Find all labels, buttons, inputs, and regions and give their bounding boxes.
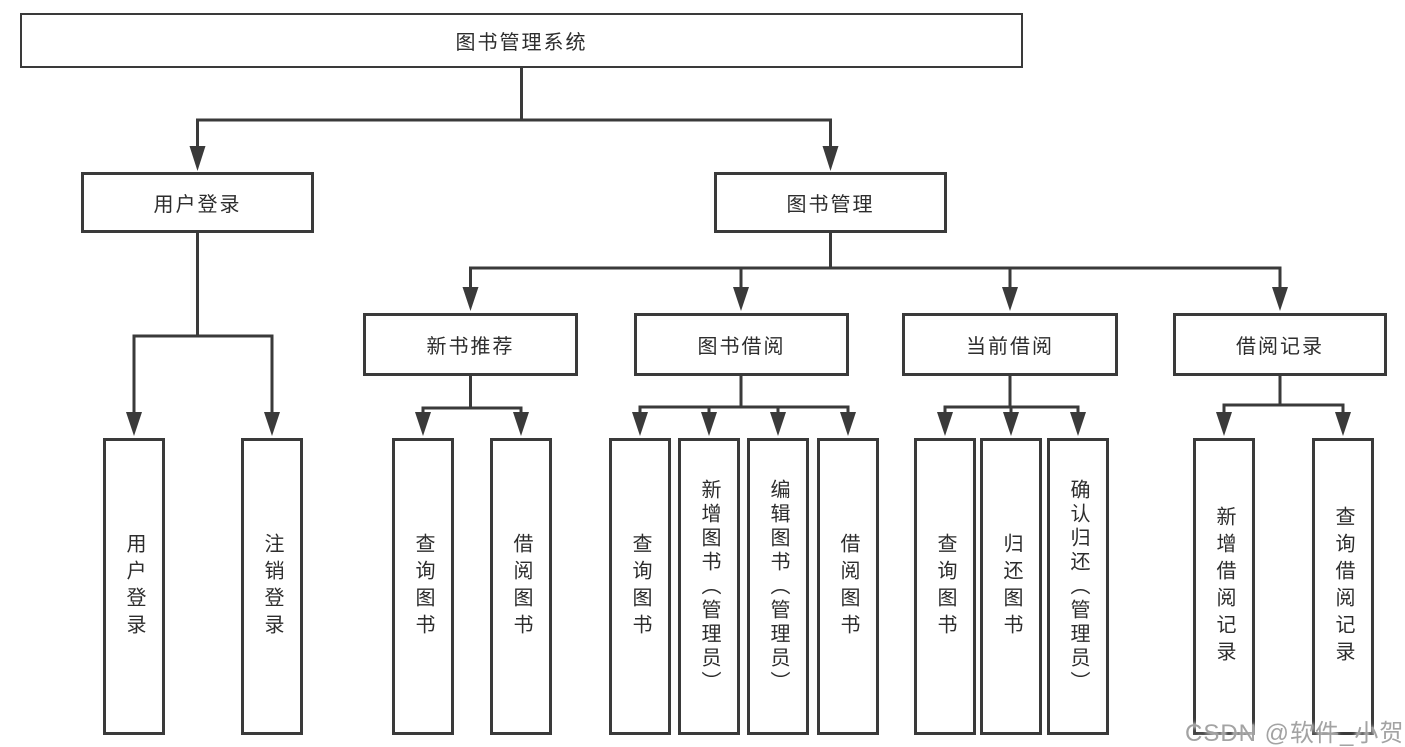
leaf-return-book: 归还图书: [980, 438, 1042, 735]
leaf-return-book-label: 归还图书: [1000, 532, 1022, 641]
node-current-borrow-label: 当前借阅: [966, 336, 1054, 358]
node-root: 图书管理系统: [20, 13, 1023, 68]
leaf-query-books-recommend: 查询图书: [392, 438, 454, 735]
leaf-confirm-return-admin: 确认归还（管理员）: [1047, 438, 1109, 735]
leaf-borrow-book-label: 借阅图书: [837, 532, 859, 641]
leaf-borrow-books-recommend-label: 借阅图书: [510, 532, 532, 641]
node-book-borrow: 图书借阅: [634, 313, 849, 376]
leaf-query-books-recommend-label: 查询图书: [412, 532, 434, 641]
leaf-query-books-current-label: 查询图书: [934, 532, 956, 641]
leaf-query-books-borrow-label: 查询图书: [629, 532, 651, 641]
leaf-add-borrow-record: 新增借阅记录: [1193, 438, 1255, 735]
node-book-borrow-label: 图书借阅: [697, 336, 786, 358]
node-book-management: 图书管理: [714, 172, 947, 233]
leaf-query-books-borrow: 查询图书: [609, 438, 671, 735]
node-new-book-recommend: 新书推荐: [363, 313, 578, 376]
node-user-login-label: 用户登录: [153, 194, 242, 216]
leaf-add-borrow-record-label: 新增借阅记录: [1213, 505, 1235, 668]
leaf-user-login: 用户登录: [103, 438, 165, 735]
node-borrow-records-label: 借阅记录: [1236, 336, 1324, 358]
leaf-query-books-current: 查询图书: [914, 438, 976, 735]
leaf-edit-book-admin: 编辑图书（管理员）: [747, 438, 809, 735]
node-root-label: 图书管理系统: [455, 32, 588, 54]
leaf-query-borrow-record-label: 查询借阅记录: [1332, 505, 1354, 668]
node-new-book-recommend-label: 新书推荐: [426, 336, 515, 358]
leaf-edit-book-admin-label: 编辑图书（管理员）: [767, 478, 789, 695]
leaf-add-book-admin-label: 新增图书（管理员）: [698, 478, 720, 695]
node-user-login: 用户登录: [81, 172, 314, 233]
node-borrow-records: 借阅记录: [1173, 313, 1387, 376]
leaf-logout-label: 注销登录: [261, 532, 283, 641]
leaf-logout: 注销登录: [241, 438, 303, 735]
leaf-confirm-return-admin-label: 确认归还（管理员）: [1067, 478, 1089, 695]
leaf-borrow-books-recommend: 借阅图书: [490, 438, 552, 735]
watermark: CSDN @软件_小贺同学: [1185, 720, 1405, 747]
leaf-user-login-label: 用户登录: [123, 532, 145, 641]
leaf-add-book-admin: 新增图书（管理员）: [678, 438, 740, 735]
node-book-management-label: 图书管理: [786, 194, 875, 216]
leaf-query-borrow-record: 查询借阅记录: [1312, 438, 1374, 735]
leaf-borrow-book: 借阅图书: [817, 438, 879, 735]
node-current-borrow: 当前借阅: [902, 313, 1118, 376]
